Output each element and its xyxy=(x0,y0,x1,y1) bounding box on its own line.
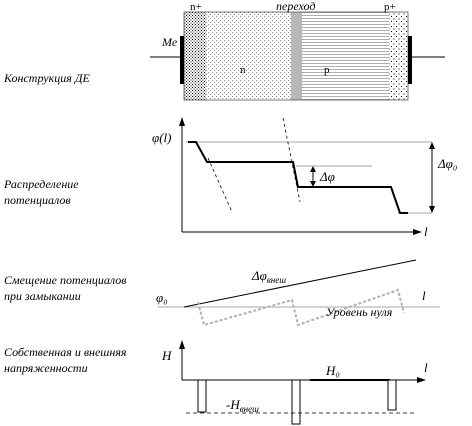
junction-region xyxy=(291,12,302,100)
potential-y-axis-label: φ(l) xyxy=(152,130,171,145)
field-x-axis-label: l xyxy=(424,360,428,375)
h0-label: H₀ xyxy=(325,363,340,378)
device-structure: n+ переход p+ Ме n p Конструкция ДЕ xyxy=(3,0,445,101)
n-label: n xyxy=(240,64,246,76)
field-strength: Собственная и внешняя напряженности H l … xyxy=(4,340,428,425)
h-ext-subscript: внеш xyxy=(240,404,259,414)
delta-phi-ext-label: Δφвнеш xyxy=(251,268,286,285)
left-dashed-guide xyxy=(207,157,233,213)
field-x-arrow xyxy=(417,377,426,383)
phi0-label: φ₀ xyxy=(156,290,168,305)
zero-level-label: Уровень нуля xyxy=(326,305,393,319)
potential-x-arrow xyxy=(413,229,422,235)
potential-curve xyxy=(188,141,408,214)
field-spike-center xyxy=(291,379,301,425)
structure-row-label: Конструкция ДЕ xyxy=(3,71,90,85)
potential-shift: Смещение потенциалов при замыкании Δφвне… xyxy=(4,259,440,327)
metal-label: Ме xyxy=(161,35,178,49)
left-metal-contact xyxy=(180,36,184,84)
right-dashed-guide xyxy=(282,117,301,203)
n-plus-label: n+ xyxy=(190,1,202,13)
junction-label: переход xyxy=(276,0,315,13)
n-plus-region xyxy=(184,12,206,100)
potential-row-label-line2: потенциалов xyxy=(4,193,71,207)
shifted-potential-curve xyxy=(197,288,405,327)
p-plus-region xyxy=(389,12,408,100)
delta-phi-ext-subscript: внеш xyxy=(267,275,286,285)
p-region xyxy=(302,12,389,100)
field-row-label-line1: Собственная и внешняя xyxy=(4,345,127,359)
delta-phi0-label: Δφ₀ xyxy=(437,156,457,171)
potential-distribution: Распределение потенциалов φ(l) l Δφ Δφ₀ xyxy=(3,117,457,239)
field-y-axis-label: H xyxy=(161,348,172,363)
delta-phi-arrow-head-top xyxy=(310,166,316,172)
field-spike-left xyxy=(197,379,207,413)
shift-row-label-line2: при замыкании xyxy=(4,289,81,303)
p-label: p xyxy=(324,64,330,76)
delta-phi-arrow-head-bottom xyxy=(310,181,316,187)
field-y-arrow xyxy=(179,340,185,349)
shift-x-axis-label: l xyxy=(422,288,426,303)
delta-phi-ext-symbol: Δφ xyxy=(251,268,267,283)
shift-sloped-line xyxy=(183,259,417,308)
delta-phi0-arrow-head-top xyxy=(429,142,435,149)
h-ext-label: -Hвнеш xyxy=(226,397,259,414)
n-region xyxy=(206,12,291,100)
potential-row-label-line1: Распределение xyxy=(3,177,79,191)
field-row-label-line2: напряженности xyxy=(4,361,88,375)
field-spike-right xyxy=(387,379,397,411)
right-metal-contact xyxy=(408,36,412,84)
shift-row-label-line1: Смещение потенциалов xyxy=(4,273,126,287)
h-ext-symbol: -H xyxy=(226,397,240,412)
p-plus-label: p+ xyxy=(384,1,396,13)
potential-x-axis-label: l xyxy=(424,224,428,239)
delta-phi-label: Δφ xyxy=(319,169,335,184)
potential-y-arrow xyxy=(179,117,185,126)
delta-phi0-arrow-head-bottom xyxy=(429,206,435,213)
